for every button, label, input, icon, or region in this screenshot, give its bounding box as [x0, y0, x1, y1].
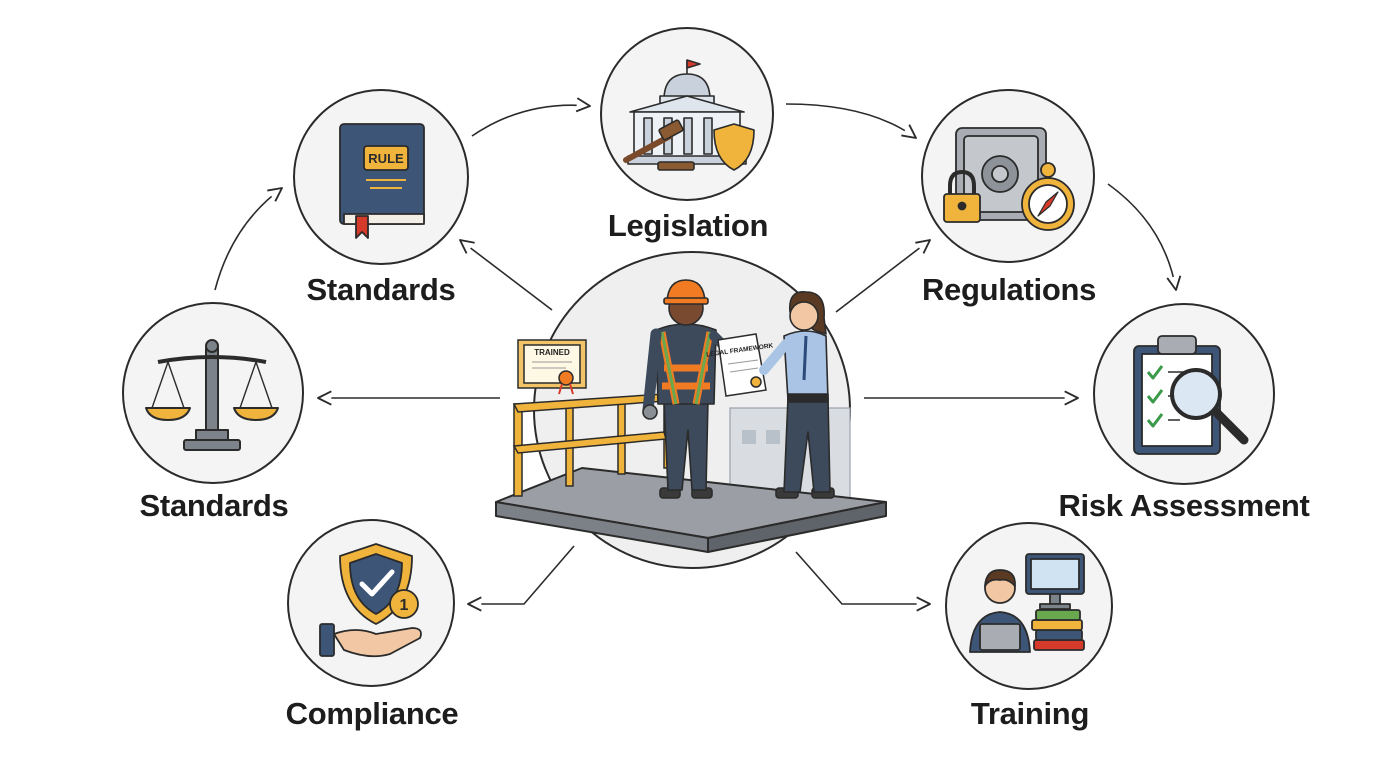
trained-certificate: TRAINED [517, 339, 587, 395]
capitol-building-icon [623, 59, 755, 171]
legal-framework-document: LEGAL FRAMEWORK [706, 333, 774, 397]
arrow-center-to-compliance [467, 545, 575, 612]
arrow-regulations-to-risk [1107, 183, 1182, 291]
node-standards-left-circle [122, 302, 304, 484]
node-legislation-circle [600, 27, 774, 201]
label-regulations: Regulations [921, 272, 1097, 307]
center-scene: TRAINED LEGAL FRAMEWORK [495, 251, 887, 569]
label-standards-left: Standards [139, 488, 289, 523]
label-risk-assessment: Risk Assessment [1058, 488, 1310, 523]
node-regulations-circle [921, 89, 1095, 263]
person-laptop-books-icon [969, 553, 1085, 653]
arrow-standards-left-to-standards-top [214, 187, 283, 291]
label-legislation: Legislation [607, 208, 769, 243]
rule-book-icon: RULE [339, 123, 425, 239]
certificate-text: TRAINED [534, 348, 570, 357]
arrow-center-to-standards-top [459, 239, 553, 311]
clipboard-magnifier-icon [1133, 335, 1249, 455]
connector-arrows [214, 97, 1182, 612]
label-compliance: Compliance [285, 696, 459, 731]
node-risk-assessment-circle [1093, 303, 1275, 485]
arrow-center-to-training [795, 551, 931, 612]
inspector-person [759, 291, 835, 499]
balance-scale-icon [145, 339, 279, 451]
safe-compass-lock-icon [943, 127, 1075, 231]
rule-book-label: RULE [368, 151, 404, 166]
compliance-badge: 1 [400, 597, 409, 614]
arrow-standards-to-legislation [471, 97, 591, 137]
label-training: Training [970, 696, 1090, 731]
arrow-center-to-regulations [835, 239, 931, 313]
node-training-circle [945, 522, 1113, 690]
label-standards-top: Standards [306, 272, 456, 307]
node-standards-top-circle: RULE [293, 89, 469, 265]
shield-hand-icon: 1 [319, 543, 422, 658]
arrow-legislation-to-regulations [785, 103, 917, 139]
safety-worker [642, 279, 739, 499]
node-compliance-circle: 1 [287, 519, 455, 687]
